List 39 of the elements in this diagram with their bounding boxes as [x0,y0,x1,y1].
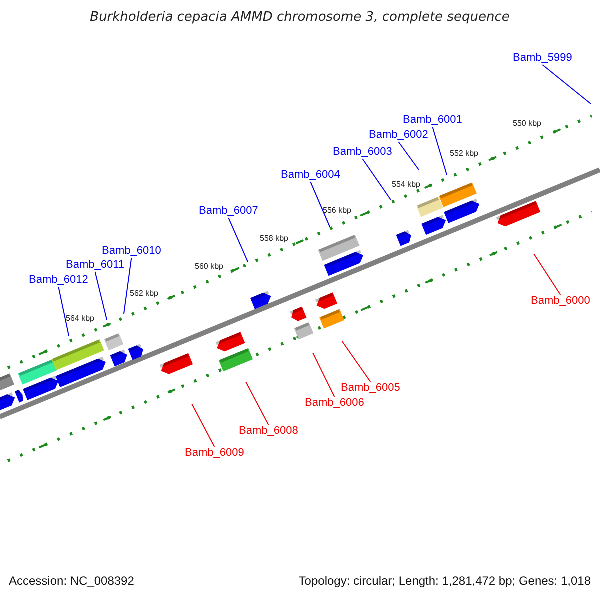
scale-label: 556 kbp [323,207,352,215]
leader-line [58,286,70,336]
accession-text: Accession: NC_008392 [9,575,134,587]
gene-label: Bamb_6000 [531,296,590,307]
gene-label: Bamb_6006 [305,398,364,409]
scale-label: 554 kbp [392,181,420,189]
gene-label: Bamb_6001 [403,115,462,126]
gene-label: Bamb_6008 [239,426,298,437]
gene-label: Bamb_6003 [333,147,392,158]
leader-line [312,352,336,398]
leader-line [192,404,216,448]
scale-label: 564 kbp [66,315,94,323]
gene-label: Bamb_6005 [341,383,400,394]
title: Burkholderia cepacia AMMD chromosome 3, complete sequence [90,11,510,24]
leader-line [362,158,392,200]
gene-label: Bamb_5999 [513,53,572,64]
gene-label: Bamb_6010 [102,246,162,257]
leader-line [246,382,270,426]
leader-line [124,258,132,314]
leader-line [342,340,372,382]
genome-summary-text: Topology: circular; Length: 1,281,472 bp; Genes: 1,018 [298,575,591,587]
gene-label: Bamb_6004 [281,170,340,181]
gene-label: Bamb_6009 [185,448,244,459]
leader-line [534,254,562,296]
gene-label: Bamb_6007 [199,206,258,217]
leader-line [228,218,248,262]
leader-line [542,64,592,104]
leader-line [398,142,420,170]
gene-label: Bamb_6011 [66,260,125,271]
leader-line [310,182,330,228]
leader-line [432,126,448,176]
scale-label: 550 kbp [513,120,542,128]
scale-label: 552 kbp [450,150,478,158]
gene-label: Bamb_6002 [369,130,428,141]
leader-line [94,272,108,320]
scale-label: 562 kbp [130,290,158,298]
scale-label: 560 kbp [195,263,224,271]
gene-label: Bamb_6012 [29,275,88,286]
scale-label: 558 kbp [260,235,288,243]
